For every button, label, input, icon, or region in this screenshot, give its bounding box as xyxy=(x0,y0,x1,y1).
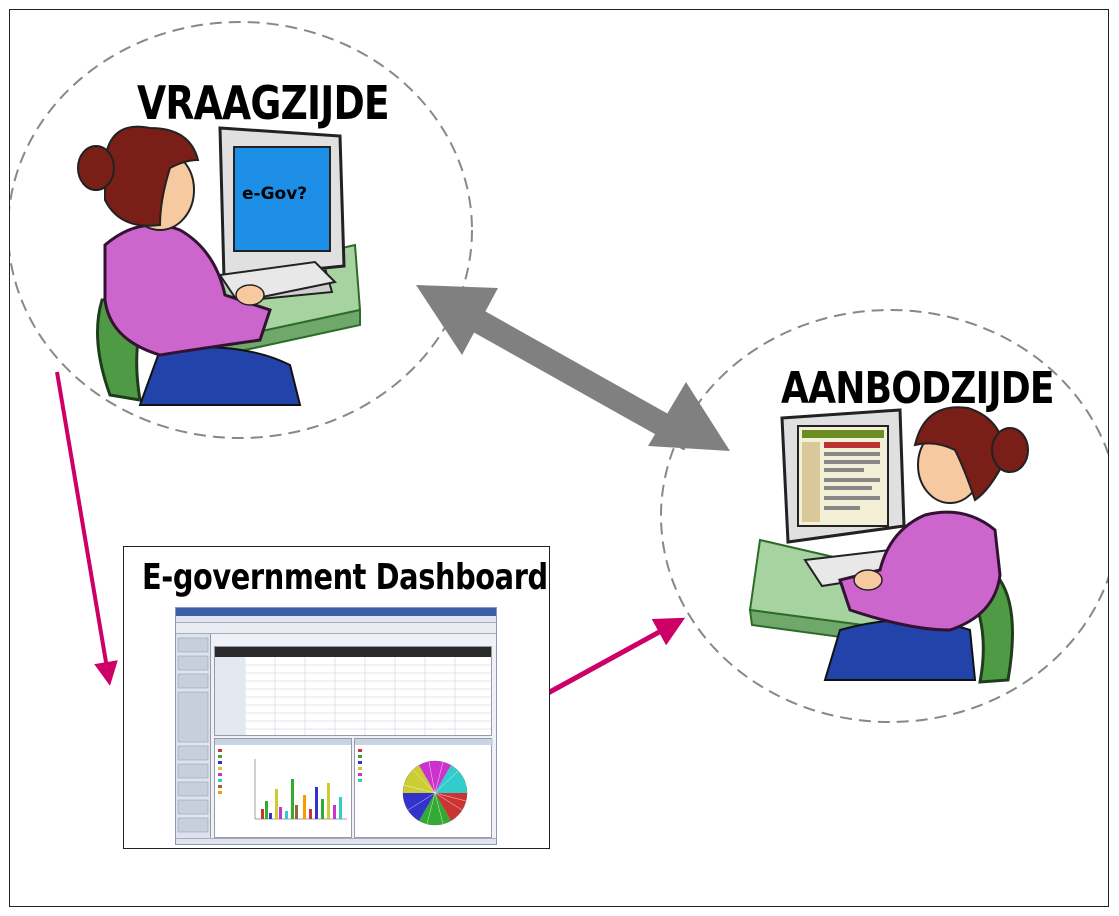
demand-user-clipart xyxy=(77,125,362,406)
diagram-graphics xyxy=(10,21,1108,723)
window-toolbar xyxy=(176,623,496,634)
website-screenshot-icon xyxy=(802,430,884,522)
demand-side-title: VRAAGZIJDE xyxy=(137,76,390,130)
window-menubar xyxy=(176,616,496,623)
chart-legend xyxy=(218,749,222,794)
dashboard-table xyxy=(214,646,492,736)
dashboard-screenshot xyxy=(175,607,497,845)
supply-user-clipart xyxy=(748,406,1029,684)
dashboard-title: E-government Dashboard xyxy=(142,557,548,598)
arrow-to-dashboard xyxy=(55,371,118,686)
dashboard-box: E-government Dashboard xyxy=(123,546,550,849)
window-statusbar xyxy=(176,838,496,844)
window-titlebar xyxy=(176,608,496,616)
bidirectional-arrow xyxy=(416,285,730,451)
demand-side-circle xyxy=(10,21,473,439)
dashboard-pie-chart xyxy=(354,738,493,838)
diagram-frame: e-Gov? VRAAGZIJDE AANBODZIJDE E-governme… xyxy=(9,9,1109,907)
arrow-to-supply xyxy=(546,617,686,696)
dashboard-bar-chart xyxy=(214,738,352,838)
supply-side-title: AANBODZIJDE xyxy=(781,363,1055,414)
monitor-screen-text: e-Gov? xyxy=(242,184,308,204)
dashboard-sidebar xyxy=(176,634,211,838)
